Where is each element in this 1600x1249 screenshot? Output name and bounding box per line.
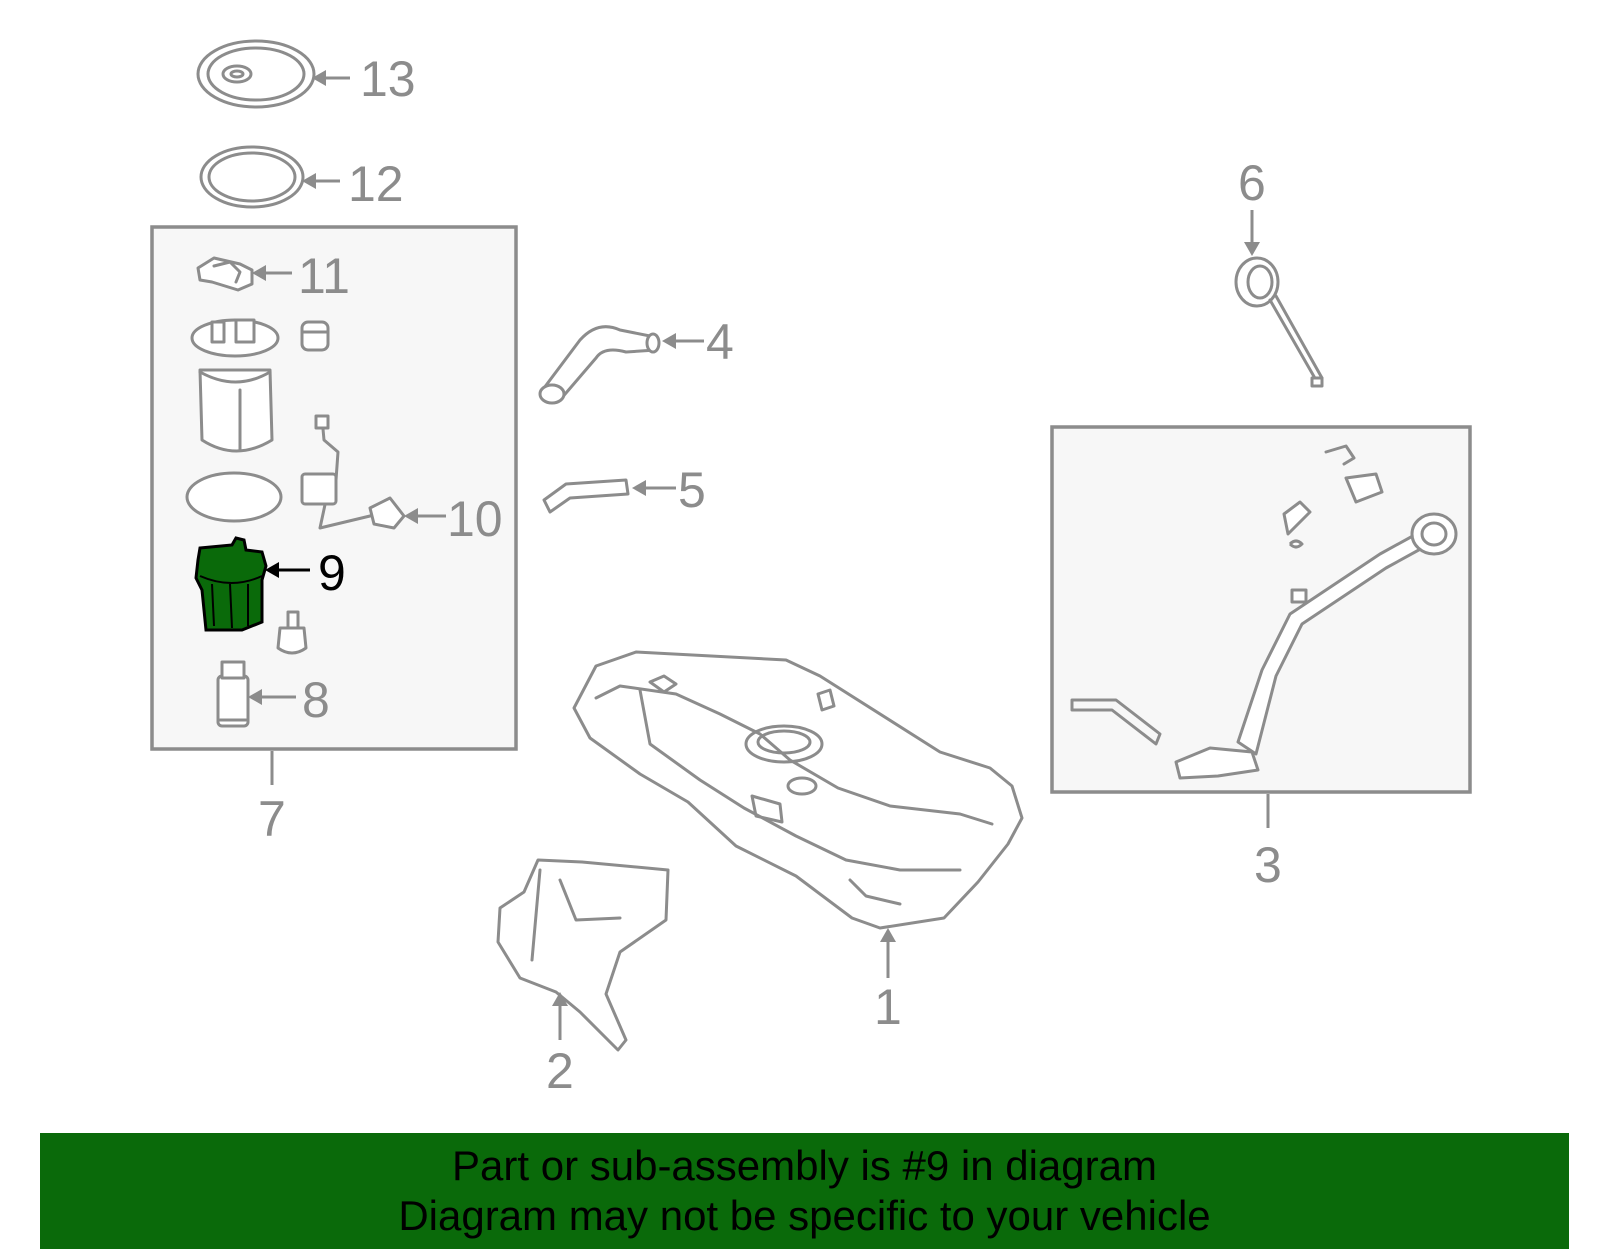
part-12-gasket[interactable] [199,145,340,209]
callout-5[interactable]: 5 [678,462,706,518]
callout-3[interactable]: 3 [1254,837,1282,893]
filler-neck-parts [1070,444,1458,780]
callout-10[interactable]: 10 [447,491,503,547]
part-5-hose[interactable] [542,478,676,514]
callout-7[interactable]: 7 [258,791,286,847]
callout-13[interactable]: 13 [360,51,416,107]
callout-9[interactable]: 9 [318,545,346,601]
callout-2[interactable]: 2 [546,1043,574,1099]
callout-11[interactable]: 11 [298,248,350,304]
banner-line-2: Diagram may not be specific to your vehi… [398,1192,1211,1239]
callout-8[interactable]: 8 [302,672,330,728]
part-2-shield[interactable] [496,858,670,1052]
part-1-tank[interactable] [572,650,1024,978]
part-9-filter-highlighted[interactable] [194,536,310,632]
banner-line-1: Part or sub-assembly is #9 in diagram [452,1142,1157,1189]
pump-module-upper [190,318,330,453]
part-8-pump[interactable] [216,660,296,728]
callout-6[interactable]: 6 [1238,155,1266,211]
pressure-regulator [276,610,308,655]
callout-1[interactable]: 1 [874,979,902,1035]
callout-4[interactable]: 4 [706,314,734,370]
part-10-sender[interactable] [300,414,446,530]
part-6-cap[interactable] [1234,210,1324,388]
callout-12[interactable]: 12 [348,156,404,212]
info-banner: Part or sub-assembly is #9 in diagram Di… [40,1133,1569,1249]
o-ring [185,471,283,523]
part-11-connector[interactable] [196,256,292,292]
part-13-cover[interactable] [196,39,350,109]
part-4-hose[interactable] [538,325,704,405]
